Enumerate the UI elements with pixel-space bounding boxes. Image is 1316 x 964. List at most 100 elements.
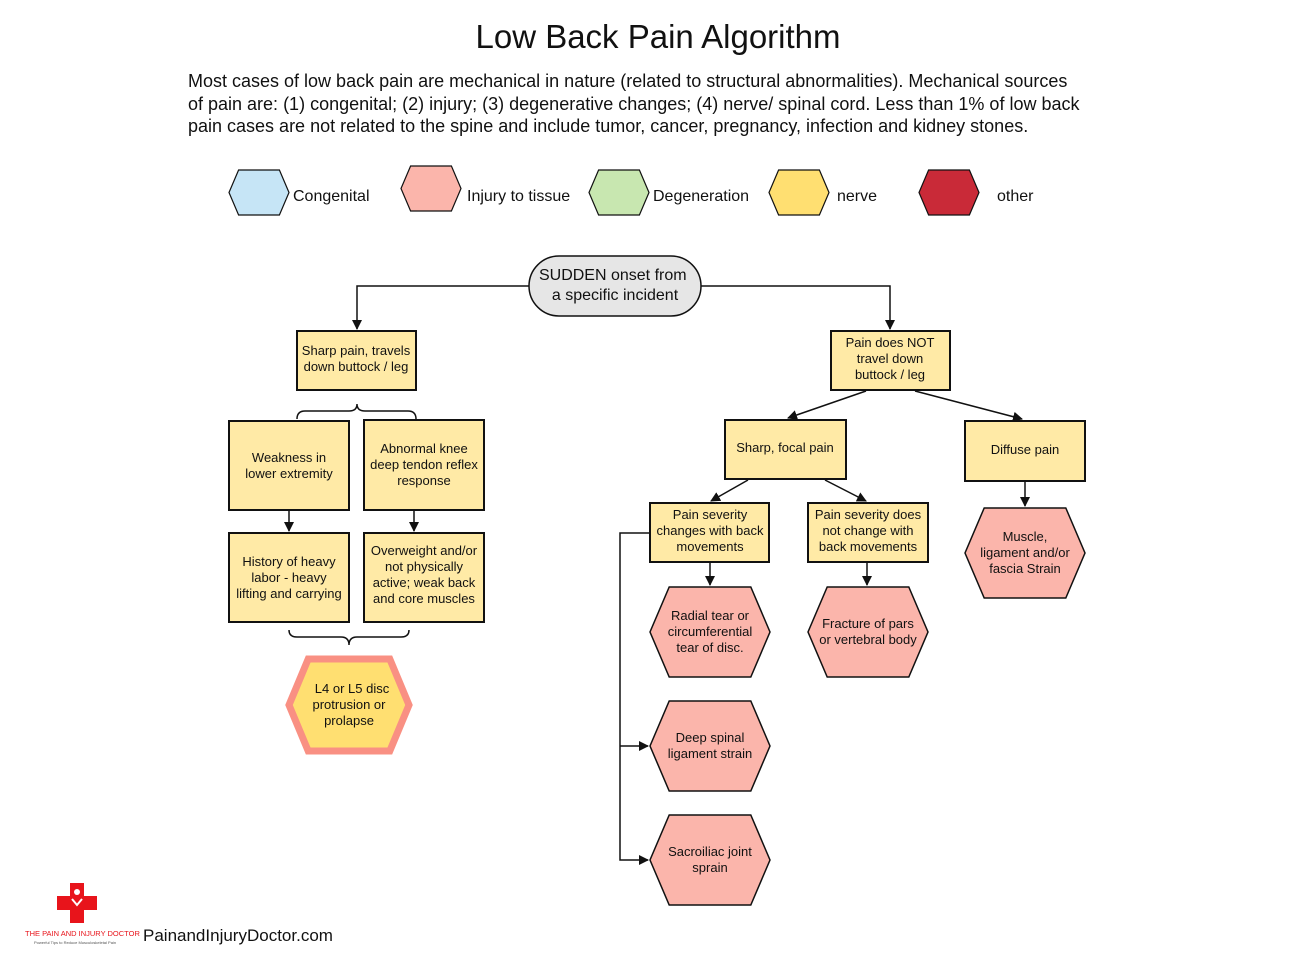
legend-label: other <box>997 188 1034 205</box>
node-text: a specific incident <box>552 287 679 304</box>
hexagon-shape <box>649 814 771 906</box>
node-text: History of heavy <box>242 554 336 569</box>
node-text: travel down <box>857 351 923 366</box>
node-text: Weakness in <box>252 450 326 465</box>
connector <box>787 390 867 420</box>
node-text: Muscle, <box>1003 529 1048 544</box>
node-text: labor - heavy <box>251 570 327 585</box>
svg-text:Diffuse pain: Diffuse pain <box>991 442 1059 457</box>
intro-line: pain cases are not related to the spine … <box>188 116 1029 136</box>
node-text: protrusion or <box>313 697 387 712</box>
node-text: Fracture of pars <box>822 616 914 631</box>
hexagon-shape <box>285 655 413 755</box>
node-text: Sharp, focal pain <box>736 440 834 455</box>
connector <box>352 285 529 330</box>
node-text: Overweight and/or <box>371 543 478 558</box>
node-text: buttock / leg <box>855 367 925 382</box>
logo-cross-icon <box>57 883 97 923</box>
node-text: Deep spinal <box>676 730 745 745</box>
node-text: down buttock / leg <box>304 359 409 374</box>
brace-bottom <box>288 629 410 646</box>
node-text: active; weak back <box>373 575 476 590</box>
logo-subtitle: Powerful Tips to Reduce Musculoskeletal … <box>34 940 117 945</box>
node-text: Sacroiliac joint <box>668 844 752 859</box>
node-text: deep tendon reflex <box>370 457 478 472</box>
node-text: back movements <box>819 539 918 554</box>
legend: Congenital Injury to tissue Degeneration… <box>228 165 1034 216</box>
legend-hex-nerve <box>768 169 830 216</box>
legend-hex-injury <box>400 165 462 212</box>
intro-paragraph: Most cases of low back pain are mechanic… <box>188 70 1079 138</box>
legend-hex-degeneration <box>588 169 650 216</box>
hexagon-shape <box>964 507 1086 599</box>
node-text: not physically <box>385 559 464 574</box>
legend-hex-congenital <box>228 169 290 216</box>
node-text: lower extremity <box>245 466 333 481</box>
hexagon-shape <box>807 586 929 678</box>
legend-label: nerve <box>837 188 877 205</box>
hexagon-shape <box>649 586 771 678</box>
connector <box>619 532 650 865</box>
node-text: or vertebral body <box>819 632 917 647</box>
node-text: Abnormal knee <box>380 441 467 456</box>
connector <box>824 479 867 502</box>
node-text: response <box>397 473 450 488</box>
connector <box>710 479 749 502</box>
node-text: and core muscles <box>373 591 475 606</box>
node-text: tear of disc. <box>676 640 743 655</box>
start-node: SUDDEN onset from a specific incident <box>528 255 702 317</box>
legend-label: Injury to tissue <box>467 188 570 205</box>
page-title: Low Back Pain Algorithm <box>475 18 841 55</box>
node-text: Pain does NOT <box>846 335 935 350</box>
svg-text:Sharp, focal pain: Sharp, focal pain <box>736 440 834 455</box>
connector <box>914 390 1023 422</box>
node-text: prolapse <box>324 713 374 728</box>
legend-label: Congenital <box>293 188 370 205</box>
legend-label: Degeneration <box>653 188 749 205</box>
svg-text:SUDDEN onset from a spec: SUDDEN onset from a specific incident <box>539 267 691 304</box>
node-text: lifting and carrying <box>236 586 342 601</box>
hexagon-shape <box>649 700 771 792</box>
node-text: movements <box>676 539 744 554</box>
node-text: fascia Strain <box>989 561 1061 576</box>
node-text: not change with <box>822 523 913 538</box>
box-focal: Sharp, focal pain <box>724 419 847 480</box>
website-link[interactable]: PainandInjuryDoctor.com <box>143 926 333 945</box>
node-text: ligament and/or <box>980 545 1070 560</box>
node-text: ligament strain <box>668 746 753 761</box>
intro-line: of pain are: (1) congenital; (2) injury;… <box>188 93 1080 114</box>
logo-text: THE PAIN AND INJURY DOCTOR <box>25 929 140 938</box>
node-text: Pain severity does <box>815 507 922 522</box>
node-text: Pain severity <box>673 507 748 522</box>
node-text: L4 or L5 disc <box>315 681 390 696</box>
box-diffuse: Diffuse pain <box>964 420 1086 482</box>
node-text: Radial tear or <box>671 608 750 623</box>
connectors <box>284 285 1030 865</box>
intro-line: Most cases of low back pain are mechanic… <box>188 71 1068 91</box>
node-text: circumferential <box>668 624 753 639</box>
